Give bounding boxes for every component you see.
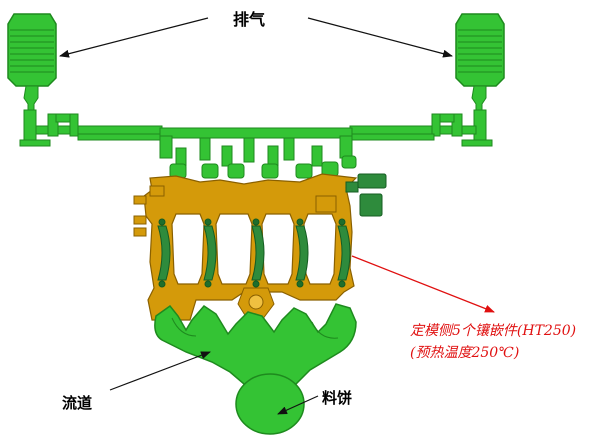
biscuit-arrow xyxy=(277,395,319,415)
runner-system xyxy=(154,303,357,385)
exhaust-label: 排气 xyxy=(233,10,266,29)
biscuit xyxy=(235,373,305,435)
runner-arrow xyxy=(109,351,211,391)
right-overflow-block xyxy=(455,13,505,113)
vent-risers xyxy=(159,135,357,179)
vent-channels xyxy=(19,109,493,147)
insert-note-line2: (预热温度250℃) xyxy=(410,345,520,361)
biscuit-label: 料饼 xyxy=(322,389,353,407)
pointer-arrows xyxy=(59,17,495,415)
insert-note-line1: 定模侧5个镶嵌件(HT250) xyxy=(410,323,577,339)
left-overflow-block xyxy=(7,13,57,113)
insert-arrow xyxy=(351,255,495,313)
exhaust-arrow-right xyxy=(307,17,453,58)
runner-label: 流道 xyxy=(62,394,93,412)
inserts xyxy=(157,218,351,288)
side-overflows xyxy=(345,173,387,217)
exhaust-arrow-left xyxy=(59,17,209,58)
